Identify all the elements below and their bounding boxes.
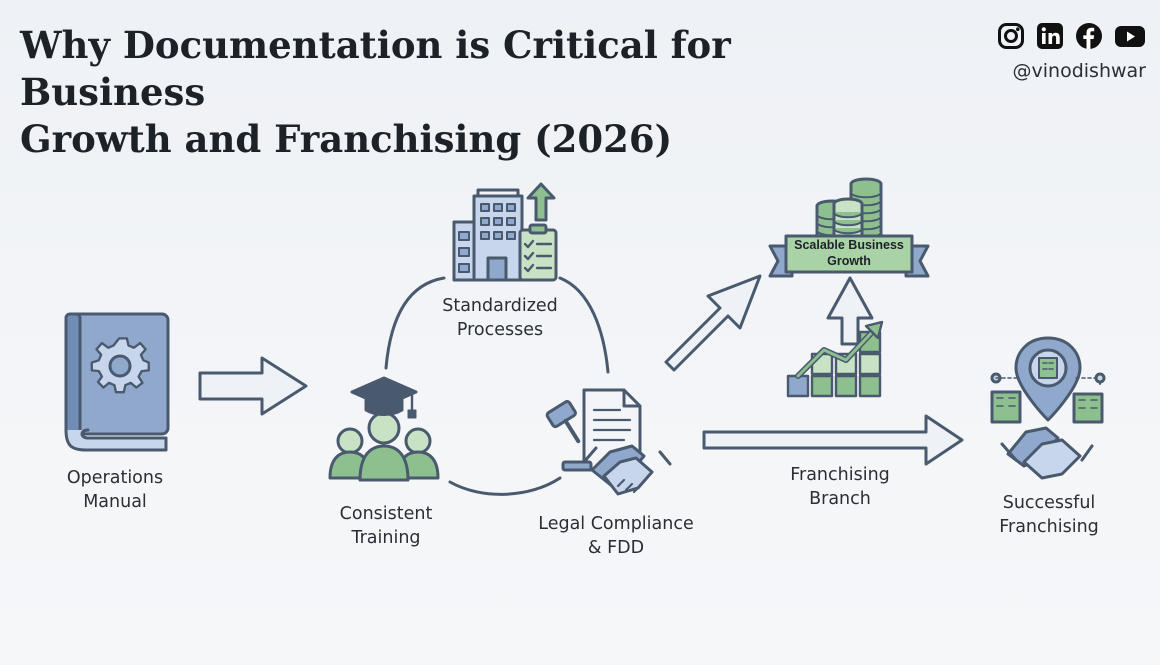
- youtube-icon[interactable]: [1114, 22, 1146, 50]
- linkedin-icon[interactable]: [1036, 22, 1064, 50]
- location-handshake-icon: [990, 336, 1106, 480]
- node-label-legal-compliance: Legal Compliance & FDD: [538, 514, 694, 558]
- social-handle: @vinodishwar: [1012, 60, 1146, 82]
- social-icons: [997, 22, 1146, 50]
- growth-chart-icon: [786, 320, 884, 398]
- arrow-to-training: [198, 356, 308, 416]
- arrow-to-franchising: [702, 414, 964, 466]
- node-label-operations-manual: Operations Manual: [66, 468, 164, 512]
- node-label-successful-franchising: Successful Franchising: [999, 493, 1099, 537]
- instagram-icon[interactable]: [997, 22, 1025, 50]
- graduation-team-icon: [328, 376, 440, 482]
- growth-banner: [768, 234, 930, 278]
- book-gear-icon: [64, 312, 170, 452]
- page-title: Why Documentation is Critical for Busine…: [20, 22, 920, 163]
- growth-banner-label-line-1: Scalable Business: [794, 238, 904, 252]
- cycle-arc-right: [558, 276, 610, 374]
- cycle-arc-left: [384, 276, 446, 370]
- title-line-1: Why Documentation is Critical for Busine…: [20, 23, 731, 114]
- building-checklist-icon: [452, 182, 558, 282]
- cycle-arc-bottom: [448, 476, 562, 496]
- node-label-franchising-branch: Franchising Branch: [790, 465, 890, 509]
- arrow-up-growth: [826, 276, 874, 346]
- node-label-consistent-training: Consistent Training: [339, 504, 433, 548]
- node-label-standardized-processes: Standardized Processes: [442, 296, 558, 340]
- title-line-2: Growth and Franchising (2026): [20, 117, 673, 161]
- growth-banner-label-line-2: Growth: [827, 254, 871, 268]
- legal-document-handshake-icon: [545, 388, 672, 496]
- arrow-to-growth: [664, 274, 762, 372]
- facebook-icon[interactable]: [1075, 22, 1103, 50]
